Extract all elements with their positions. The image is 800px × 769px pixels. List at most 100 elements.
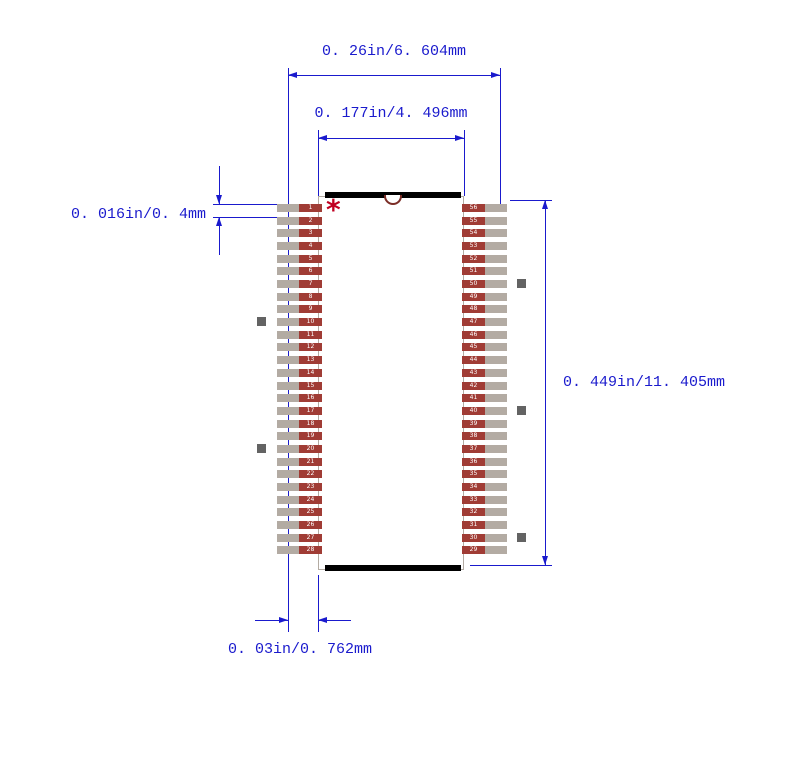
pin-number: 25: [306, 508, 315, 516]
pin-9: 9: [277, 305, 322, 314]
pin-12: 12: [277, 343, 322, 352]
pin-13: 13: [277, 356, 322, 365]
pin-number: 45: [469, 343, 478, 351]
pin-51: 51: [462, 267, 507, 276]
arrowhead-right-icon: [491, 72, 500, 78]
pin-11: 11: [277, 330, 322, 339]
pin-pad: 36: [462, 457, 485, 466]
pin-17: 17: [277, 406, 322, 415]
pin-pad: 9: [299, 305, 322, 314]
arrowhead-up-icon: [542, 200, 548, 209]
pin-number: 17: [306, 406, 315, 414]
pin-33: 33: [462, 495, 507, 504]
pin-pad: 45: [462, 343, 485, 352]
pin-pad: 21: [299, 457, 322, 466]
pin-number: 14: [306, 368, 315, 376]
pin-number: 39: [469, 419, 478, 427]
pin-number: 28: [306, 546, 315, 554]
arrowhead-left-icon: [318, 135, 327, 141]
pin-pad: 43: [462, 368, 485, 377]
pin-number: 9: [308, 305, 313, 313]
pin-pad: 25: [299, 508, 322, 517]
pin-pad: 15: [299, 381, 322, 390]
pin-number: 12: [306, 343, 315, 351]
tick-mark-pin-10: [257, 317, 266, 326]
package-body: [318, 196, 464, 570]
pin-pad: 30: [462, 533, 485, 542]
pin-number: 53: [469, 242, 478, 250]
pitch-extension-line-top: [213, 204, 278, 205]
pin-number: 8: [308, 292, 313, 300]
pin1-marker-icon: *: [326, 193, 341, 226]
pin-number: 40: [469, 406, 478, 414]
pin-number: 26: [306, 521, 315, 528]
pin-46: 46: [462, 330, 507, 339]
pin-pad: 12: [299, 343, 322, 352]
extension-line-body-left-lower: [318, 575, 319, 632]
pin-37: 37: [462, 444, 507, 453]
pin-pad: 28: [299, 546, 322, 555]
pin-pad: 54: [462, 229, 485, 238]
pin-34: 34: [462, 482, 507, 491]
pin-2: 2: [277, 216, 322, 225]
pin-56: 56: [462, 204, 507, 212]
pin-length-label: 0. 03in/0. 762mm: [227, 641, 373, 658]
pin-49: 49: [462, 292, 507, 301]
pin-pad: 14: [299, 368, 322, 377]
pin-pitch-label: 0. 016in/0. 4mm: [70, 206, 206, 223]
pin-pad: 22: [299, 470, 322, 479]
pin-pad: 4: [299, 242, 322, 251]
pin-pad: 16: [299, 394, 322, 403]
pin-pad: 34: [462, 482, 485, 491]
pin-50: 50: [462, 280, 507, 289]
pitch-dim-line-upper: [219, 166, 220, 204]
pin-41: 41: [462, 394, 507, 403]
pin-pad: 44: [462, 356, 485, 365]
pin-pad: 26: [299, 521, 322, 529]
pin-length-dim-line-left: [255, 620, 288, 621]
pin-pad: 10: [299, 318, 322, 327]
pin-pad: 52: [462, 254, 485, 263]
pin-pad: 13: [299, 356, 322, 365]
pin-pad: 24: [299, 495, 322, 504]
pin-pad: 39: [462, 419, 485, 428]
arrowhead-left-icon: [288, 72, 297, 78]
pin-pad: 29: [462, 546, 485, 555]
pin-number: 22: [306, 470, 315, 478]
tick-mark-pin-30: [517, 533, 526, 542]
pin-pad: 49: [462, 292, 485, 301]
pin-28: 28: [277, 546, 322, 555]
pin-pad: 5: [299, 254, 322, 263]
pin-pad: 46: [462, 330, 485, 339]
pin-number: 51: [469, 267, 478, 275]
pin-number: 19: [306, 432, 315, 440]
overall-width-label: 0. 26in/6. 604mm: [321, 43, 467, 60]
height-extension-line-top: [510, 200, 552, 201]
height-extension-line-bottom: [470, 565, 552, 566]
pin-22: 22: [277, 470, 322, 479]
pin-number: 1: [308, 204, 313, 211]
body-height-label: 0. 449in/11. 405mm: [563, 374, 726, 391]
pin-pad: 51: [462, 267, 485, 276]
pin-3: 3: [277, 229, 322, 238]
pin-pad: 1: [299, 204, 322, 212]
pin-36: 36: [462, 457, 507, 466]
pin-40: 40: [462, 406, 507, 415]
arrowhead-left-icon: [318, 617, 327, 623]
pin-29: 29: [462, 546, 507, 555]
pin-pad: 35: [462, 470, 485, 479]
body-width-label: 0. 177in/4. 496mm: [314, 105, 468, 122]
pin-26: 26: [277, 521, 322, 529]
pin-number: 42: [469, 381, 478, 389]
pin-35: 35: [462, 470, 507, 479]
pin-number: 37: [469, 444, 478, 452]
pin-54: 54: [462, 229, 507, 238]
pin-47: 47: [462, 318, 507, 327]
pin-55: 55: [462, 216, 507, 225]
pin-number: 20: [306, 444, 315, 452]
pin-number: 16: [306, 394, 315, 402]
pin-pad: 40: [462, 406, 485, 415]
pin-pad: 47: [462, 318, 485, 327]
pin-pad: 19: [299, 432, 322, 441]
